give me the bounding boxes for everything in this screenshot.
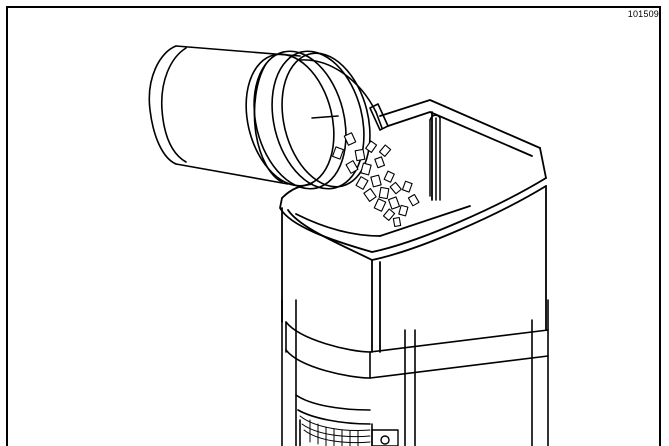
switch-box	[371, 429, 399, 446]
figure-id-label: 101509	[627, 9, 659, 19]
falling-pellets	[331, 132, 420, 228]
stove-body	[281, 299, 549, 446]
pellet-bucket	[148, 45, 389, 190]
hopper-baffle	[429, 114, 441, 201]
figure-frame	[6, 6, 661, 446]
auger-ring	[299, 415, 371, 446]
pellet-hopper	[279, 99, 547, 353]
